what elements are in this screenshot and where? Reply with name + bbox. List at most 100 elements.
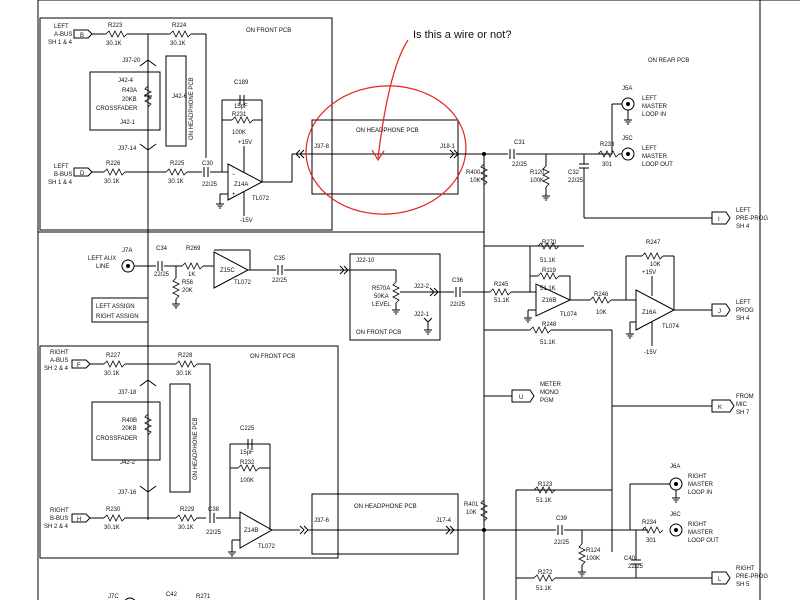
schematic-label: R270 (542, 240, 557, 246)
schematic-label: Z14A (234, 182, 248, 188)
schematic-label: J37-20 (122, 58, 141, 64)
schematic-label: R246 (594, 292, 609, 298)
schematic-label: LEFT ASSIGN (96, 304, 135, 310)
schematic-label: C42 (166, 592, 178, 598)
schematic-label: RIGHT (688, 522, 707, 528)
schematic-label: MASTER (642, 104, 668, 110)
right-abus-input: RIGHT A-BUS SH 2 & 4 F (44, 350, 91, 372)
schematic-label: J22-2 (414, 284, 430, 290)
schematic-label: R232 (240, 460, 255, 466)
right-preprog-output: L RIGHT PRE-PROG SH 5 (711, 566, 768, 588)
schematic-label: R570A (372, 286, 390, 292)
schematic-label: B (80, 33, 84, 39)
schematic-label: ON FRONT PCB (356, 330, 401, 336)
schematic-label: RIGHT (50, 508, 69, 514)
schematic-label: A-BUS (54, 32, 72, 38)
page-frame (37, 0, 800, 600)
schematic-label: 51.1K (540, 340, 556, 346)
schematic-label: F (77, 363, 81, 369)
schematic-label: R40B (122, 418, 137, 424)
schematic-label: SH 4 (736, 316, 750, 322)
meter-output: U METER MONO PGM (511, 382, 562, 404)
schematic-label: K (718, 405, 722, 411)
right-bbus-input: RIGHT B-BUS SH 2 & 4 H (44, 508, 91, 530)
schematic-label: C225 (240, 426, 255, 432)
schematic-label: 10K (466, 510, 477, 516)
schematic-label: 100K (232, 130, 246, 136)
j5c-jack: J5C LEFT MASTER LOOP OUT (621, 136, 673, 168)
schematic-label: 10K (470, 178, 481, 184)
schematic-label: SH 2 & 4 (44, 366, 69, 372)
j5a-jack: J5A LEFT MASTER LOOP IN (621, 86, 668, 118)
r223-ref: R223 (108, 23, 123, 29)
schematic-label: J17-4 (436, 518, 452, 524)
schematic-label: J37-14 (118, 146, 137, 152)
schematic-label: SH 2 & 4 (44, 524, 69, 530)
schematic-label: R226 (106, 161, 121, 167)
crossfader-box-top (89, 71, 161, 131)
schematic-label: +15V (642, 270, 656, 276)
schematic-label: LEFT (642, 96, 657, 102)
z16b-opamp: Z16B TL074 (535, 283, 578, 318)
schematic-label: PROG (736, 308, 754, 314)
schematic-label: Z15C (220, 268, 235, 274)
schematic-label: ON FRONT PCB (246, 28, 291, 34)
schematic-label: R401 (464, 502, 479, 508)
schematic-label: Z16B (542, 298, 556, 304)
schematic-label: 10K (596, 310, 607, 316)
schematic-label: 50KA (374, 294, 389, 300)
schematic-label: J37-6 (314, 518, 330, 524)
schematic-label: R119 (542, 268, 557, 274)
schematic-label: ON HEADPHONE PCB (193, 417, 199, 480)
schematic-label: CROSSFADER (96, 436, 138, 442)
schematic-label: LOOP IN (642, 112, 666, 118)
schematic-label: LOOP OUT (688, 538, 719, 544)
j6a-jack: J6A RIGHT MASTER LOOP IN (669, 464, 714, 496)
schematic-label: LEFT (642, 146, 657, 152)
schematic-label: J5A (622, 86, 632, 92)
schematic-label: +15V (238, 140, 252, 146)
schematic-label: 22/25 (512, 162, 528, 168)
schematic-label: C189 (234, 80, 249, 86)
schematic-label: 30.1K (104, 525, 120, 531)
schematic-label: R124 (586, 548, 601, 554)
schematic-label: − (232, 172, 236, 178)
schematic-label: LEVEL (372, 302, 391, 308)
schematic-label: 301 (646, 538, 657, 544)
schematic-label: Z16A (642, 310, 656, 316)
schematic-label: 22/25 (272, 278, 288, 284)
schematic-label: J42-1 (120, 120, 136, 126)
schematic-label: SH 7 (736, 410, 750, 416)
z14b-opamp: Z14B TL072 (239, 511, 276, 550)
assign-box: LEFT ASSIGN RIGHT ASSIGN (91, 297, 149, 323)
schematic-label: LINE (96, 264, 109, 270)
schematic-label: Z14B (244, 528, 258, 534)
schematic-label: 51.1K (540, 286, 556, 292)
schematic-label: J18-1 (440, 144, 456, 150)
schematic-label: I (718, 217, 720, 223)
schematic-label: R227 (106, 353, 121, 359)
headphone-pcb-box-top: ON HEADPHONE PCB J37-8 J18-1 (311, 119, 459, 195)
schematic-label: 22/25 (450, 302, 466, 308)
schematic-label: C32 (568, 170, 580, 176)
schematic-label: RIGHT (50, 350, 69, 356)
aux-input: J7A LEFT AUX LINE (88, 248, 135, 273)
schematic-label: B-BUS (54, 172, 72, 178)
schematic-label: C30 (202, 161, 214, 167)
z14a-opamp: − + Z14A TL072 (227, 163, 270, 202)
schematic-label: R229 (180, 507, 195, 513)
schematic-label: -15V (240, 218, 253, 224)
schematic-label: R123 (538, 482, 553, 488)
schematic-label: J42-6 (172, 94, 188, 100)
schematic-label: R225 (170, 161, 185, 167)
schematic-label: 30.1K (176, 371, 192, 377)
schematic-label: RIGHT ASSIGN (96, 314, 139, 320)
schematic-label: 22/25 (554, 540, 570, 546)
schematic-label: 100K (530, 178, 544, 184)
schematic-label: 20KB (122, 426, 137, 432)
schematic-label: H (77, 517, 81, 523)
left-preprog-output: I LEFT PRE-PROG SH 4 (711, 208, 768, 230)
schematic-label: J5C (622, 136, 633, 142)
schematic-label: R231 (232, 112, 247, 118)
